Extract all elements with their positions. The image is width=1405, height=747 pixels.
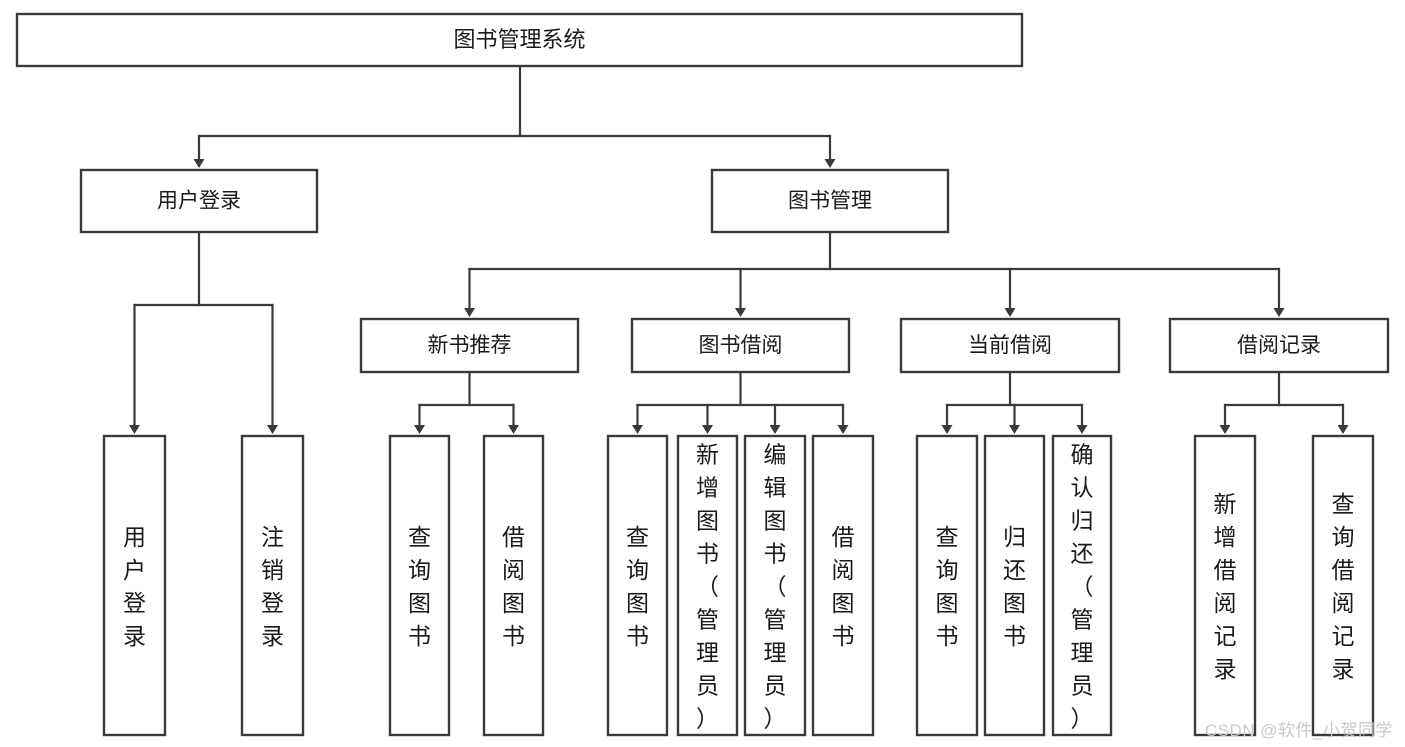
node-leaf-query-record[interactable]: 查询借阅记录 bbox=[1311, 434, 1375, 737]
node-leaf-query-record-box[interactable] bbox=[1311, 434, 1375, 737]
node-leaf-logout-box[interactable] bbox=[240, 434, 305, 737]
node-leaf-add-book[interactable]: 新增图书（管理员） bbox=[676, 434, 739, 737]
node-user-login[interactable]: 用户登录 bbox=[79, 168, 319, 234]
node-current-borrow-box[interactable] bbox=[899, 317, 1121, 374]
node-borrow-record[interactable]: 借阅记录 bbox=[1168, 317, 1390, 374]
node-leaf-add-record-box[interactable] bbox=[1193, 434, 1257, 737]
node-leaf-edit-book-box[interactable] bbox=[743, 434, 807, 737]
node-new-book-recommend-label: 新书推荐 bbox=[428, 334, 512, 357]
node-new-book-recommend[interactable]: 新书推荐 bbox=[359, 317, 580, 374]
node-book-manage-box[interactable] bbox=[710, 168, 950, 234]
node-leaf-query-book-2-label: 查询图书 bbox=[626, 524, 649, 649]
node-leaf-query-book-1-box[interactable] bbox=[388, 434, 451, 737]
node-leaf-user-login[interactable]: 用户登录 bbox=[102, 434, 167, 737]
node-current-borrow[interactable]: 当前借阅 bbox=[899, 317, 1121, 374]
node-leaf-user-login-box[interactable] bbox=[102, 434, 167, 737]
node-leaf-borrow-book-1-box[interactable] bbox=[482, 434, 545, 737]
node-leaf-return-book-box[interactable] bbox=[983, 434, 1046, 737]
node-current-borrow-label: 当前借阅 bbox=[968, 334, 1052, 357]
node-leaf-confirm-return-label: 确认归还（管理员） bbox=[1071, 442, 1094, 732]
node-user-login-label: 用户登录 bbox=[157, 190, 241, 213]
node-layer: 图书管理系统用户登录图书管理新书推荐图书借阅当前借阅借阅记录用户登录注销登录查询… bbox=[15, 12, 1390, 737]
node-book-borrow-box[interactable] bbox=[630, 317, 851, 374]
node-leaf-query-book-3-box[interactable] bbox=[915, 434, 979, 737]
node-book-borrow[interactable]: 图书借阅 bbox=[630, 317, 851, 374]
node-leaf-return-book-label: 归还图书 bbox=[1003, 524, 1026, 649]
node-leaf-logout[interactable]: 注销登录 bbox=[240, 434, 305, 737]
node-borrow-record-label: 借阅记录 bbox=[1237, 334, 1321, 357]
node-leaf-borrow-book-2-label: 借阅图书 bbox=[832, 524, 855, 649]
node-leaf-add-record[interactable]: 新增借阅记录 bbox=[1193, 434, 1257, 737]
node-root-label: 图书管理系统 bbox=[453, 27, 585, 52]
node-leaf-confirm-return-box[interactable] bbox=[1051, 434, 1113, 737]
node-leaf-query-book-2-box[interactable] bbox=[606, 434, 669, 737]
node-book-borrow-label: 图书借阅 bbox=[699, 334, 783, 357]
node-leaf-logout-label: 注销登录 bbox=[261, 524, 284, 649]
node-leaf-add-book-label: 新增图书（管理员） bbox=[696, 442, 719, 732]
node-leaf-borrow-book-2-box[interactable] bbox=[811, 434, 875, 737]
node-leaf-add-book-box[interactable] bbox=[676, 434, 739, 737]
node-leaf-query-record-label: 查询借阅记录 bbox=[1332, 491, 1355, 682]
node-leaf-add-record-label: 新增借阅记录 bbox=[1214, 491, 1237, 682]
node-book-manage[interactable]: 图书管理 bbox=[710, 168, 950, 234]
node-root-box[interactable] bbox=[15, 12, 1024, 68]
node-leaf-query-book-2[interactable]: 查询图书 bbox=[606, 434, 669, 737]
node-leaf-edit-book-label: 编辑图书（管理员） bbox=[764, 442, 787, 732]
node-leaf-borrow-book-2[interactable]: 借阅图书 bbox=[811, 434, 875, 737]
watermark-text: CSDN @软件_小贺同学 bbox=[1204, 721, 1393, 740]
node-leaf-borrow-book-1[interactable]: 借阅图书 bbox=[482, 434, 545, 737]
node-borrow-record-box[interactable] bbox=[1168, 317, 1390, 374]
node-leaf-edit-book[interactable]: 编辑图书（管理员） bbox=[743, 434, 807, 737]
node-root[interactable]: 图书管理系统 bbox=[15, 12, 1024, 68]
node-leaf-return-book[interactable]: 归还图书 bbox=[983, 434, 1046, 737]
node-leaf-borrow-book-1-label: 借阅图书 bbox=[502, 524, 525, 649]
node-leaf-query-book-1-label: 查询图书 bbox=[408, 524, 431, 649]
node-user-login-box[interactable] bbox=[79, 168, 319, 234]
node-book-manage-label: 图书管理 bbox=[788, 190, 872, 213]
node-new-book-recommend-box[interactable] bbox=[359, 317, 580, 374]
node-leaf-confirm-return[interactable]: 确认归还（管理员） bbox=[1051, 434, 1113, 737]
node-leaf-query-book-3[interactable]: 查询图书 bbox=[915, 434, 979, 737]
connector-layer bbox=[129, 64, 1349, 434]
node-leaf-query-book-1[interactable]: 查询图书 bbox=[388, 434, 451, 737]
node-leaf-query-book-3-label: 查询图书 bbox=[936, 524, 959, 649]
node-leaf-user-login-label: 用户登录 bbox=[123, 524, 146, 649]
